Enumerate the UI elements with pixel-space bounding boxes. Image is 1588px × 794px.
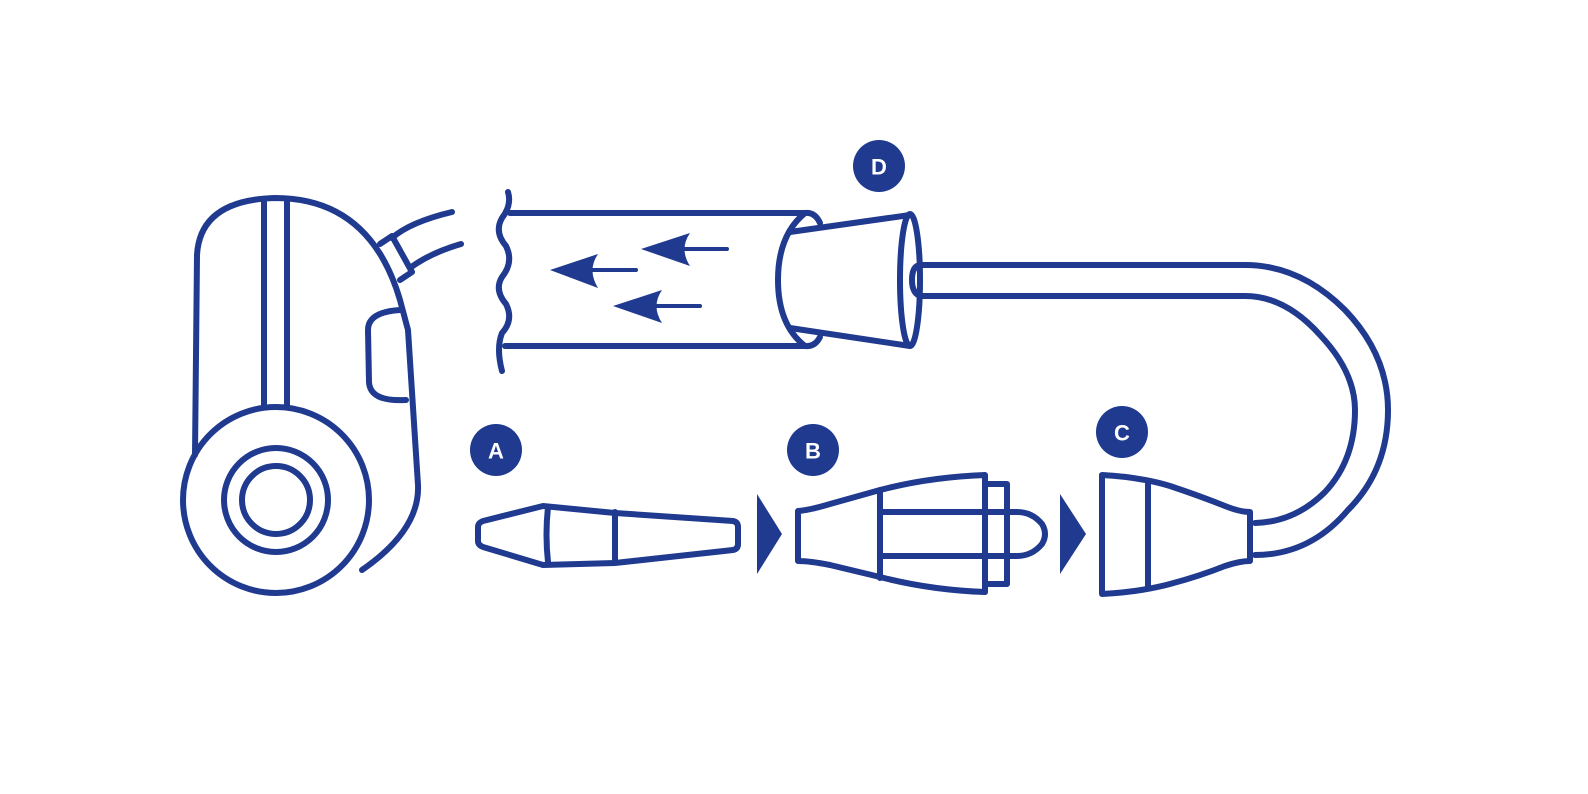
device-body <box>180 195 464 596</box>
assembly-arrow-icon <box>1060 494 1086 574</box>
assembly-arrow-icon <box>757 494 782 574</box>
airflow-arrows <box>550 233 729 323</box>
part-b-connector <box>795 472 1048 595</box>
badge-letter: C <box>1114 421 1130 446</box>
label-badge-c: C <box>1096 406 1148 458</box>
part-c-hose-end <box>1099 472 1253 597</box>
label-badge-b: B <box>787 424 839 476</box>
badge-letter: B <box>805 439 821 464</box>
flow-arrow-icon <box>550 254 638 288</box>
hose <box>917 262 1391 558</box>
part-a-nozzle <box>475 503 741 568</box>
badge-letter: A <box>488 439 504 464</box>
label-badge-d: D <box>853 140 905 192</box>
pipe-with-hose <box>495 189 923 374</box>
label-badge-a: A <box>470 424 522 476</box>
flow-arrow-icon <box>641 233 729 266</box>
flow-arrow-icon <box>613 290 702 323</box>
badge-letter: D <box>871 155 887 180</box>
